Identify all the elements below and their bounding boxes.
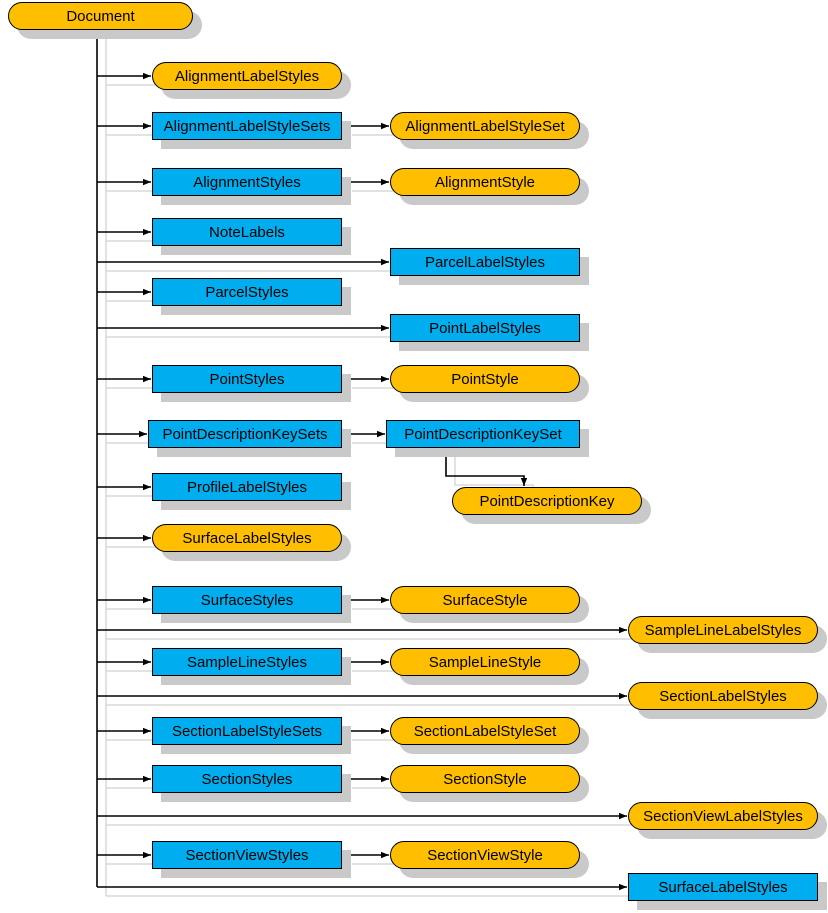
node-section-view-label-styles[interactable]: SectionViewLabelStyles <box>628 802 818 830</box>
node-section-view-styles[interactable]: SectionViewStyles <box>152 841 342 869</box>
node-label-sample-line-label-styles: SampleLineLabelStyles <box>644 621 802 639</box>
node-point-style[interactable]: PointStyle <box>390 365 580 393</box>
node-document[interactable]: Document <box>8 2 193 30</box>
node-section-label-style-set[interactable]: SectionLabelStyleSet <box>390 717 580 745</box>
node-parcel-styles[interactable]: ParcelStyles <box>152 278 342 306</box>
node-label-surface-label-styles: SurfaceLabelStyles <box>182 529 312 547</box>
node-alignment-style[interactable]: AlignmentStyle <box>390 168 580 196</box>
node-sample-line-label-styles[interactable]: SampleLineLabelStyles <box>628 616 818 644</box>
node-label-parcel-styles: ParcelStyles <box>205 283 289 301</box>
node-alignment-styles[interactable]: AlignmentStyles <box>152 168 342 196</box>
node-label-section-label-style-set: SectionLabelStyleSet <box>413 722 557 740</box>
node-section-styles[interactable]: SectionStyles <box>152 765 342 793</box>
node-profile-label-styles[interactable]: ProfileLabelStyles <box>152 473 342 501</box>
node-surface-label-styles-2[interactable]: SurfaceLabelStyles <box>628 873 818 901</box>
node-label-section-view-style: SectionViewStyle <box>427 846 543 864</box>
node-label-surface-style: SurfaceStyle <box>442 591 528 609</box>
node-surface-label-styles[interactable]: SurfaceLabelStyles <box>152 524 342 552</box>
node-label-parcel-label-styles: ParcelLabelStyles <box>424 253 546 271</box>
node-parcel-label-styles[interactable]: ParcelLabelStyles <box>390 248 580 276</box>
node-label-document: Document <box>66 7 135 25</box>
node-alignment-label-style-sets[interactable]: AlignmentLabelStyleSets <box>152 112 342 140</box>
node-label-alignment-styles: AlignmentStyles <box>193 173 301 191</box>
node-section-label-styles[interactable]: SectionLabelStyles <box>628 682 818 710</box>
node-label-note-labels: NoteLabels <box>209 223 285 241</box>
edge-line-group <box>96 30 627 891</box>
node-label-point-description-key-sets: PointDescriptionKeySets <box>162 425 328 443</box>
node-label-point-label-styles: PointLabelStyles <box>429 319 541 337</box>
node-label-section-styles: SectionStyles <box>201 770 293 788</box>
node-label-section-view-label-styles: SectionViewLabelStyles <box>643 807 803 825</box>
node-label-section-label-styles: SectionLabelStyles <box>659 687 787 705</box>
node-label-alignment-label-style-sets: AlignmentLabelStyleSets <box>163 117 331 135</box>
node-label-section-style: SectionStyle <box>443 770 527 788</box>
node-label-surface-label-styles-2: SurfaceLabelStyles <box>658 878 788 896</box>
node-section-view-style[interactable]: SectionViewStyle <box>390 841 580 869</box>
node-point-description-key-set[interactable]: PointDescriptionKeySet <box>386 420 580 448</box>
node-label-point-description-key: PointDescriptionKey <box>479 492 615 510</box>
node-sample-line-styles[interactable]: SampleLineStyles <box>152 648 342 676</box>
node-point-label-styles[interactable]: PointLabelStyles <box>390 314 580 342</box>
node-label-alignment-style: AlignmentStyle <box>434 173 536 191</box>
node-label-sample-line-style: SampleLineStyle <box>428 653 542 671</box>
node-point-description-key[interactable]: PointDescriptionKey <box>452 487 642 515</box>
node-point-description-key-sets[interactable]: PointDescriptionKeySets <box>148 420 342 448</box>
node-section-style[interactable]: SectionStyle <box>390 765 580 793</box>
node-surface-styles[interactable]: SurfaceStyles <box>152 586 342 614</box>
node-label-alignment-label-styles: AlignmentLabelStyles <box>174 67 320 85</box>
node-note-labels[interactable]: NoteLabels <box>152 218 342 246</box>
node-sample-line-style[interactable]: SampleLineStyle <box>390 648 580 676</box>
node-alignment-label-styles[interactable]: AlignmentLabelStyles <box>152 62 342 90</box>
node-surface-style[interactable]: SurfaceStyle <box>390 586 580 614</box>
node-alignment-label-style-set[interactable]: AlignmentLabelStyleSet <box>390 112 580 140</box>
node-label-point-styles: PointStyles <box>209 370 285 388</box>
node-label-point-description-key-set: PointDescriptionKeySet <box>404 425 562 443</box>
node-label-section-view-styles: SectionViewStyles <box>185 846 309 864</box>
node-label-sample-line-styles: SampleLineStyles <box>186 653 308 671</box>
node-label-section-label-style-sets: SectionLabelStyleSets <box>171 722 323 740</box>
node-section-label-style-sets[interactable]: SectionLabelStyleSets <box>152 717 342 745</box>
node-label-profile-label-styles: ProfileLabelStyles <box>186 478 308 496</box>
node-label-alignment-label-style-set: AlignmentLabelStyleSet <box>405 117 565 135</box>
node-label-surface-styles: SurfaceStyles <box>200 591 294 609</box>
node-label-point-style: PointStyle <box>451 370 519 388</box>
node-point-styles[interactable]: PointStyles <box>152 365 342 393</box>
